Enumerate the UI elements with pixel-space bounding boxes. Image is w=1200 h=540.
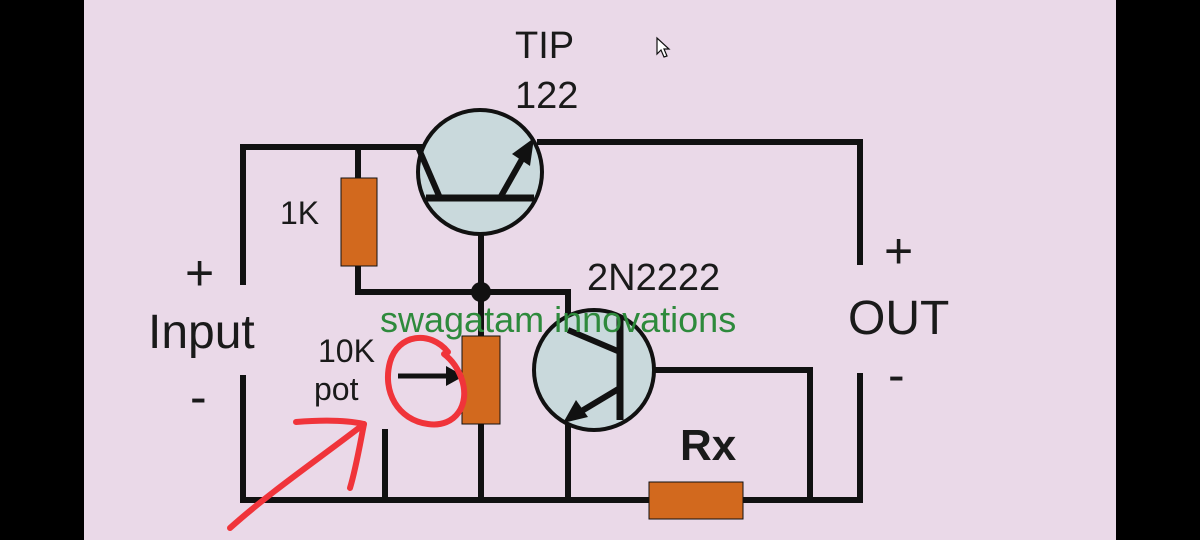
input-minus-label: - (190, 369, 207, 425)
arrow-annotation (227, 417, 367, 531)
wire-2n2222-collector (623, 367, 813, 503)
wire-1k-bottom (355, 263, 484, 295)
potentiometer-10k (461, 335, 501, 425)
resistor-rx (648, 481, 744, 520)
rx-label: Rx (680, 421, 737, 470)
transistor-tip122 (415, 108, 544, 236)
pot-label-line1: 10K (318, 333, 375, 369)
highlight-circle-annotation (385, 334, 468, 428)
wire-top-left (240, 144, 433, 285)
junction-dot (471, 282, 491, 302)
resistor-1k (340, 177, 378, 267)
tip122-label-line1: TIP (515, 25, 574, 67)
input-label: Input (148, 306, 255, 359)
input-plus-label: + (185, 245, 214, 301)
wire-bottom-rail (240, 373, 863, 503)
wire-top-right (537, 139, 863, 265)
transistor-2n2222-label: 2N2222 (587, 257, 720, 299)
watermark-text: swagatam innovations (380, 299, 736, 340)
output-minus-label: - (888, 347, 905, 403)
output-plus-label: + (884, 223, 913, 279)
tip122-label-line2: 122 (515, 75, 578, 117)
wires (240, 139, 863, 503)
resistor-1k-label: 1K (280, 195, 319, 231)
pot-label-line2: pot (314, 371, 359, 407)
mouse-cursor-icon (656, 36, 671, 58)
transistor-2n2222 (532, 308, 656, 432)
monitor-screen (84, 0, 1116, 540)
output-label: OUT (848, 292, 949, 345)
pot-wiper-arrow (398, 366, 464, 386)
